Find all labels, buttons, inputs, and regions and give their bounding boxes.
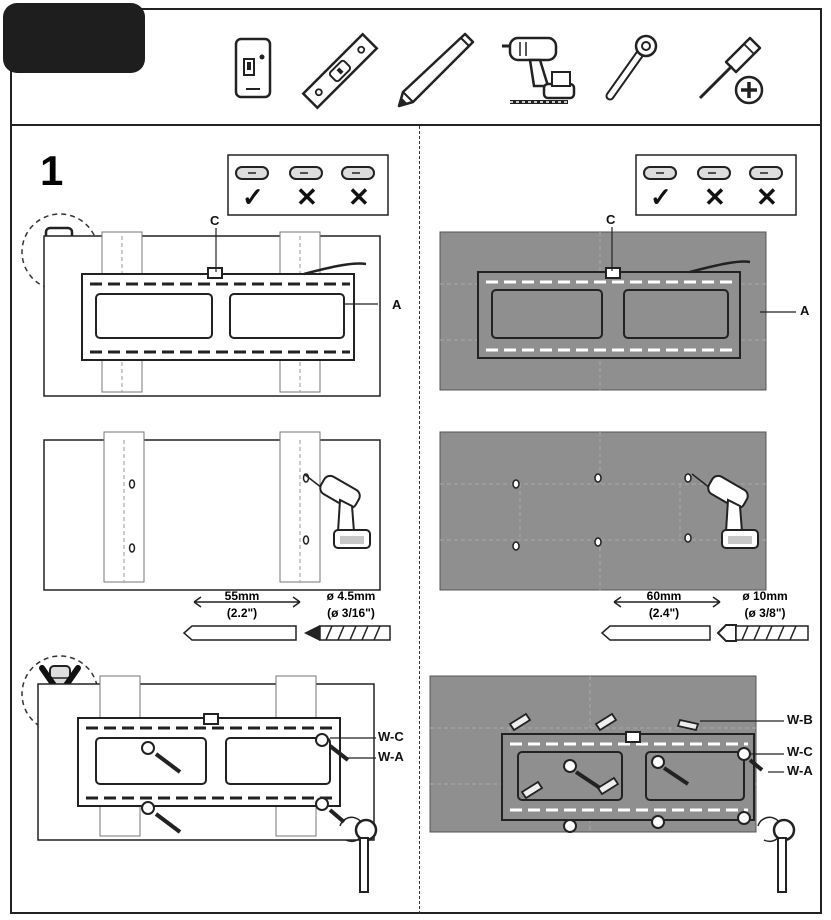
level-ok-mark: ✓ [242,182,264,212]
callout-a: A [800,303,810,318]
level-bad-mark: ✕ [756,182,778,212]
leader-wb [700,720,784,722]
stud-finder-icon [234,37,272,99]
leader-c [611,227,613,271]
level-check-box-left [227,154,389,216]
drill-depth-arrow [613,596,721,608]
drill-icon [691,473,759,549]
pencil-icon [397,32,475,108]
drill-bit-size-mm: ø 4.5mm [326,589,376,603]
leader-wc [330,737,376,739]
drill-depth-mm: 60mm [646,589,682,603]
leader-wc [750,753,784,755]
header-tab [3,3,145,73]
wood-wall-bracket [43,231,381,397]
step-number: 1 [40,147,64,194]
socket-wrench-icon [339,816,378,893]
concrete-wall-drilling [439,431,767,591]
phillips-screwdriver-icon [698,36,764,105]
concrete-wall-fastening [429,675,764,833]
drill-depth-arrow [193,596,301,608]
callout-w-b: W-B [787,712,813,727]
wood-wall-drilling [43,431,381,591]
drill-depth-in: (2.4") [648,606,680,620]
drill-depth-mm: 55mm [224,589,260,603]
callout-w-c: W-C [378,729,404,744]
concrete-wall-bracket [439,231,767,391]
drill-bit-size-in: (ø 3/8") [744,606,786,620]
drill-bit [182,625,391,641]
callout-w-a: W-A [378,749,404,764]
callout-a: A [392,297,402,312]
wood-wall-fastening [37,675,375,841]
leader-wa [768,771,784,773]
level-bad-mark: ✕ [348,182,370,212]
level-check-box-right [635,154,797,216]
level-ok-mark: ✓ [650,182,672,212]
socket-wrench-icon [605,34,658,101]
level-bad-mark: ✕ [296,182,318,212]
column-divider [419,126,420,914]
callout-c: C [210,213,220,228]
drill-depth-in: (2.2") [226,606,258,620]
drill-bit-size-in: (ø 3/16") [327,606,375,620]
leader-wa [344,757,376,759]
callout-w-a: W-A [787,763,813,778]
callout-c: C [606,212,616,227]
instruction-frame [10,8,822,914]
leader-a [760,311,796,313]
leader-c [215,228,217,272]
socket-wrench-icon [757,816,796,893]
header-divider [10,124,822,126]
drill-bit [600,624,809,642]
level-bad-mark: ✕ [704,182,726,212]
drill-icon [502,36,576,104]
drill-icon [303,473,371,549]
drill-bit-size-mm: ø 10mm [742,589,788,603]
callout-w-c: W-C [787,744,813,759]
level-icon [301,32,379,110]
